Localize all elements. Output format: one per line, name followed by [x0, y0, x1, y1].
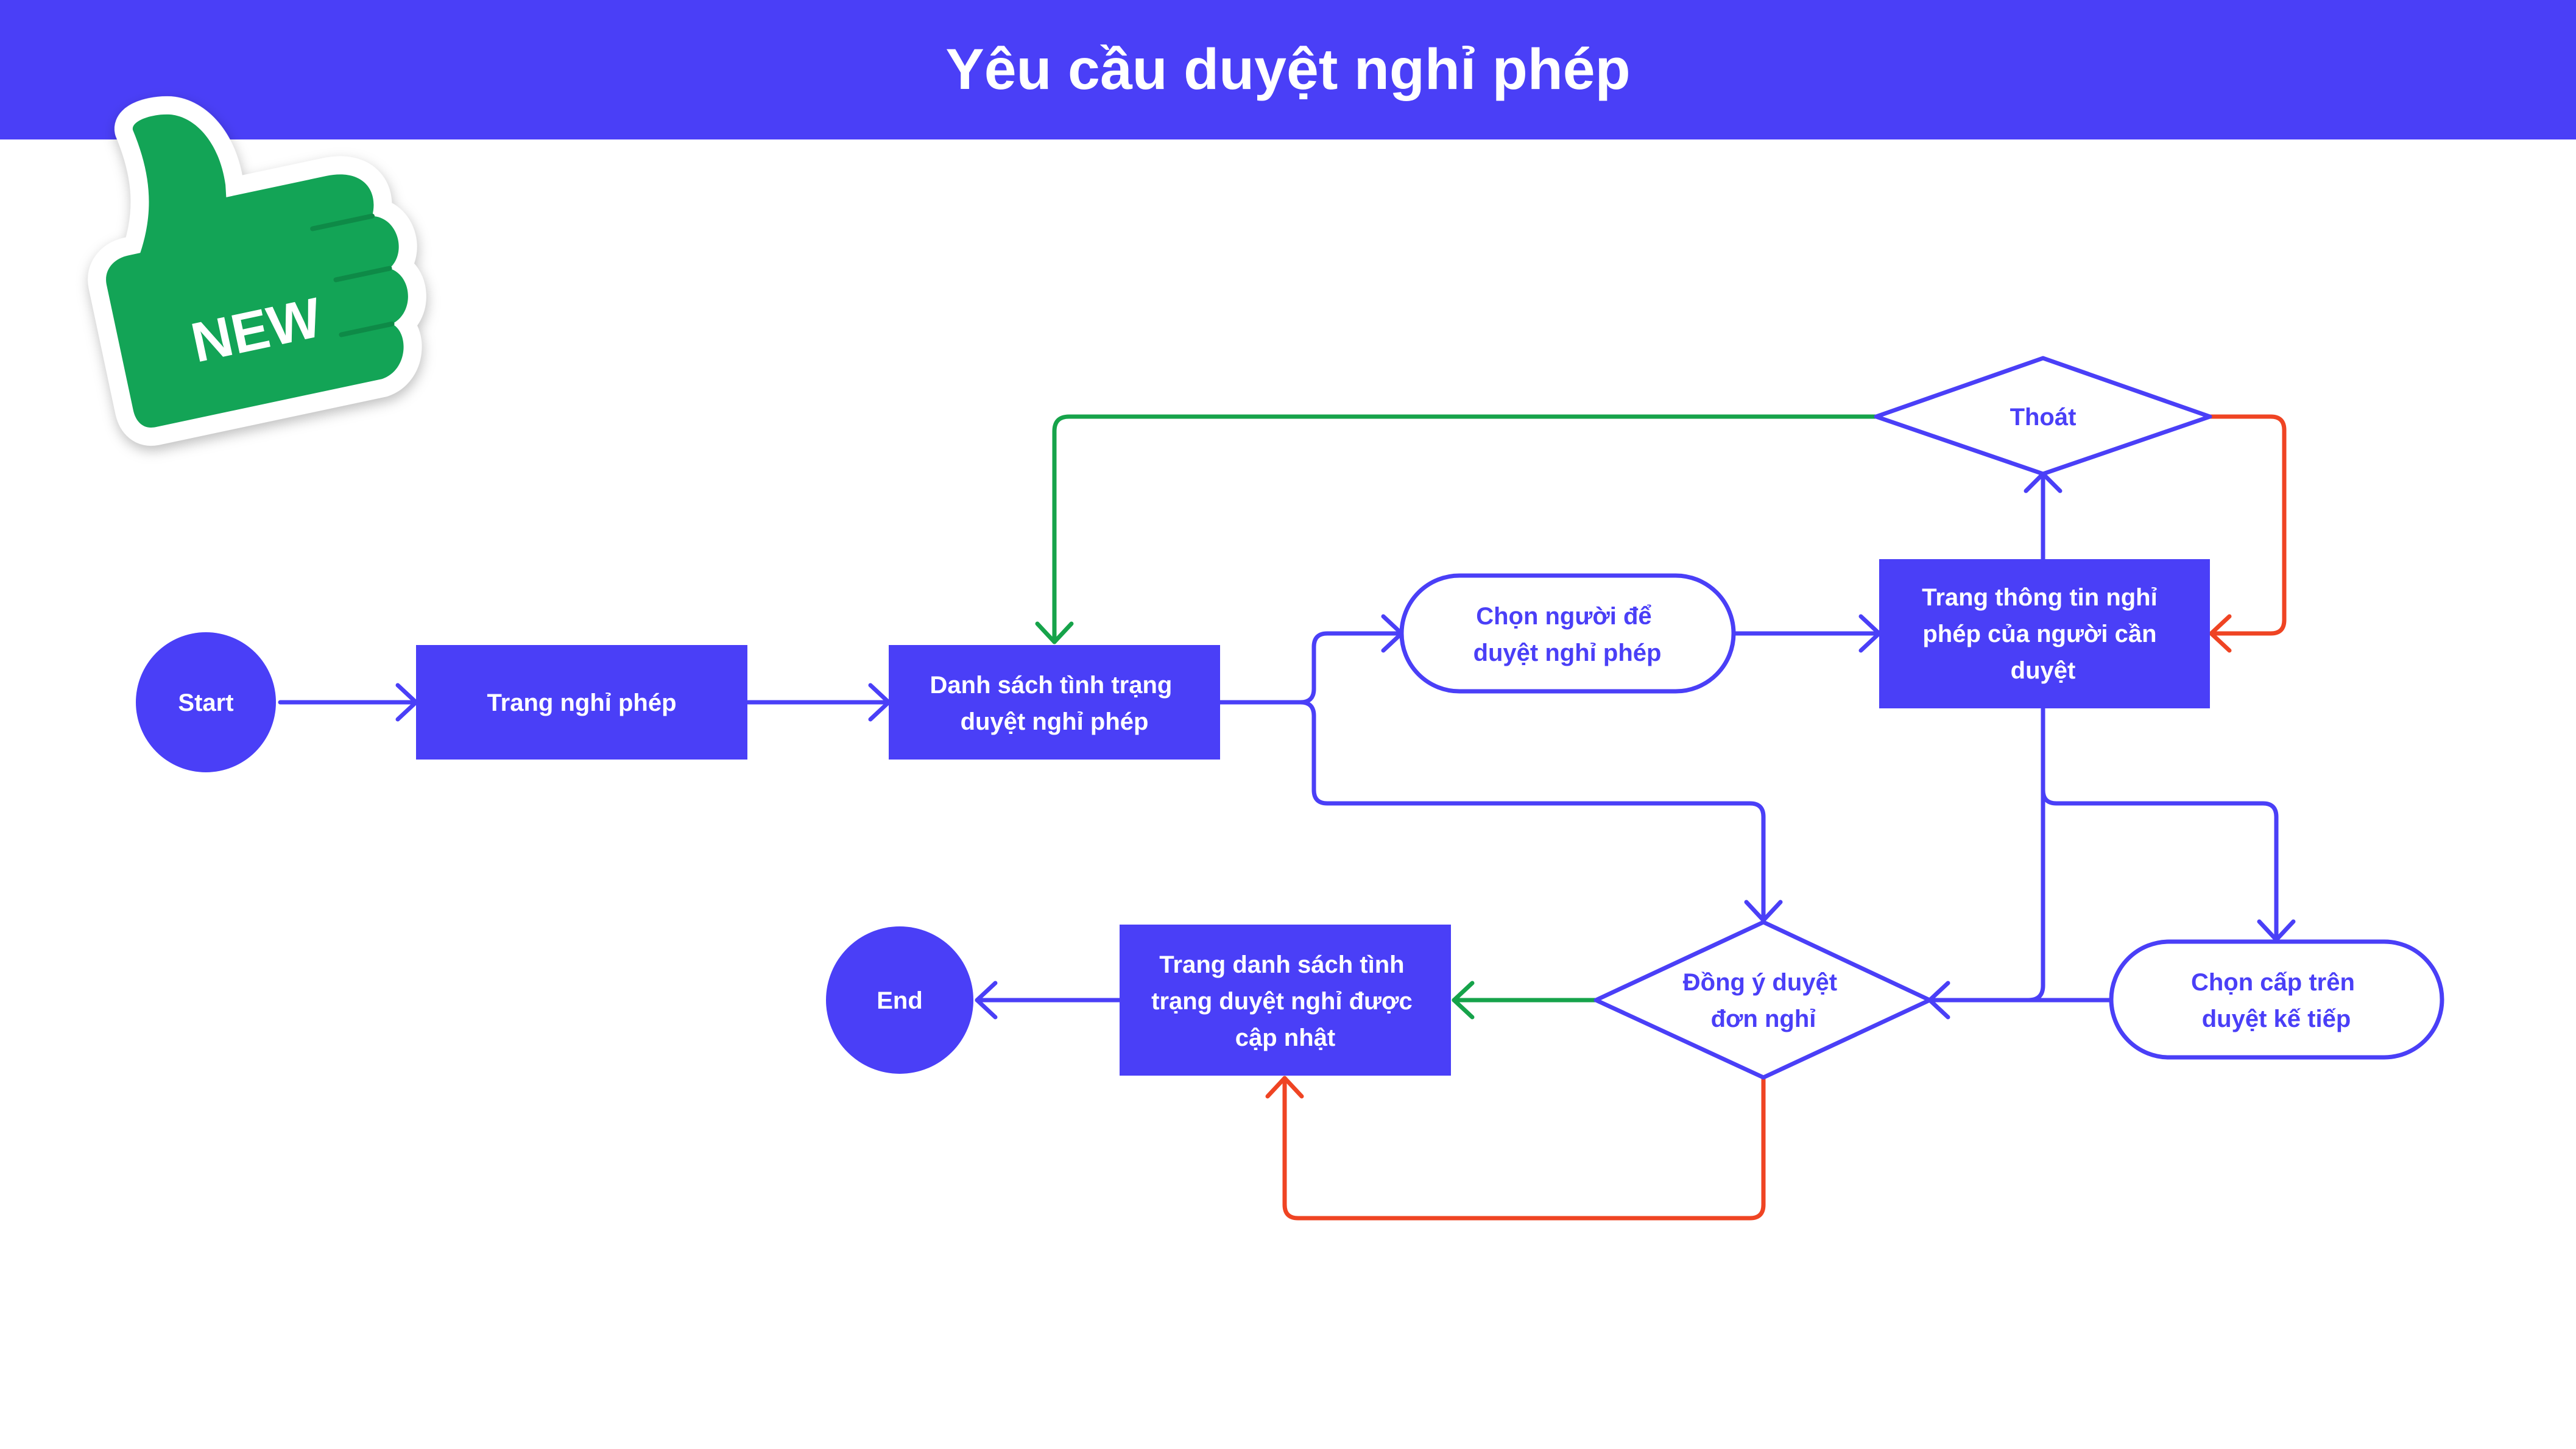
start-node: Start: [136, 632, 276, 772]
danh-sach-line-1: Danh sách tình trạng: [930, 672, 1173, 699]
svg-text:Danh sách tình trạng duy: Danh sách tình trạng duyệt nghỉ phép: [930, 672, 1179, 735]
trang-thong-tin-line-2: phép của người cần: [1922, 621, 2156, 647]
dong-y-line-2: đơn nghỉ: [1711, 1006, 1816, 1032]
edge-thoat-to-trang-thong-tin: [2207, 414, 2287, 636]
trang-thong-tin-line-3: duyệt: [2011, 657, 2076, 684]
edge-trang-thong-tin-to-chon-cap-tren: [2041, 788, 2279, 942]
danh-sach-node: Danh sách tình trạng duyệt nghỉ phép: [889, 645, 1220, 760]
start-label: Start: [178, 689, 233, 716]
chon-cap-tren-node: Chọn cấp trên duyệt kế tiếp: [2109, 939, 2444, 1060]
dong-y-line-1: Đồng ý duyệt: [1683, 969, 1837, 996]
end-label: End: [877, 987, 923, 1014]
page-title: Yêu cầu duyệt nghỉ phép: [945, 37, 1631, 102]
edge-danh-sach-to-chon-nguoi: [1218, 631, 1404, 705]
dong-y-decision: Đồng ý duyệt đơn nghỉ: [1593, 920, 1932, 1080]
danh-sach-line-2: duyệt nghỉ phép: [961, 708, 1149, 735]
svg-text:Chọn người để duyệt nghỉ: Chọn người để duyệt nghỉ phép: [1473, 603, 1662, 666]
trang-thong-tin-line-1: Trang thông tin nghỉ: [1922, 584, 2158, 611]
header-bar: Yêu cầu duyệt nghỉ phép: [0, 0, 2576, 139]
edge-thoat-to-danh-sach: [1052, 414, 1879, 644]
edge-dong-y-to-cap-nhat-reject: [1282, 1075, 1766, 1221]
edge-danh-sach-to-dong-y: [1298, 700, 1766, 923]
thoat-decision: Thoát: [1874, 356, 2212, 476]
trang-thong-tin-node: Trang thông tin nghỉ phép của người cần …: [1879, 559, 2210, 708]
new-sticker: NEW: [88, 96, 426, 446]
edge-trang-thong-tin-to-dong-y: [1927, 707, 2045, 1003]
cap-nhat-line-2: trạng duyệt nghỉ được: [1151, 988, 1413, 1015]
cap-nhat-node: Trang danh sách tình trạng duyệt nghỉ đư…: [1120, 925, 1451, 1076]
chon-nguoi-line-2: duyệt nghỉ phép: [1473, 640, 1662, 666]
thoat-label: Thoát: [2010, 404, 2077, 431]
svg-text:Đồng ý duyệt đơn nghỉ: Đồng ý duyệt đơn nghỉ: [1683, 969, 1844, 1032]
trang-nghi-phep-label: Trang nghỉ phép: [487, 689, 676, 716]
chon-cap-tren-line-2: duyệt kế tiếp: [2202, 1006, 2351, 1032]
end-node: End: [826, 926, 973, 1074]
chon-nguoi-node: Chọn người để duyệt nghỉ phép: [1399, 573, 1736, 694]
cap-nhat-line-1: Trang danh sách tình: [1159, 951, 1404, 978]
chon-nguoi-line-1: Chọn người để: [1476, 603, 1651, 630]
trang-nghi-phep-node: Trang nghỉ phép: [416, 645, 747, 760]
cap-nhat-line-3: cập nhật: [1235, 1024, 1335, 1051]
svg-text:Chọn cấp trên duyệt kế t: Chọn cấp trên duyệt kế tiếp: [2191, 969, 2362, 1032]
chon-cap-tren-line-1: Chọn cấp trên: [2191, 969, 2355, 996]
thumbs-up-icon: NEW: [88, 96, 426, 446]
svg-text:Trang thông tin nghỉ phé: Trang thông tin nghỉ phép của người cần …: [1922, 584, 2164, 684]
svg-text:Trang danh sách tình trạ: Trang danh sách tình trạng duyệt nghỉ đư…: [1151, 951, 1419, 1051]
